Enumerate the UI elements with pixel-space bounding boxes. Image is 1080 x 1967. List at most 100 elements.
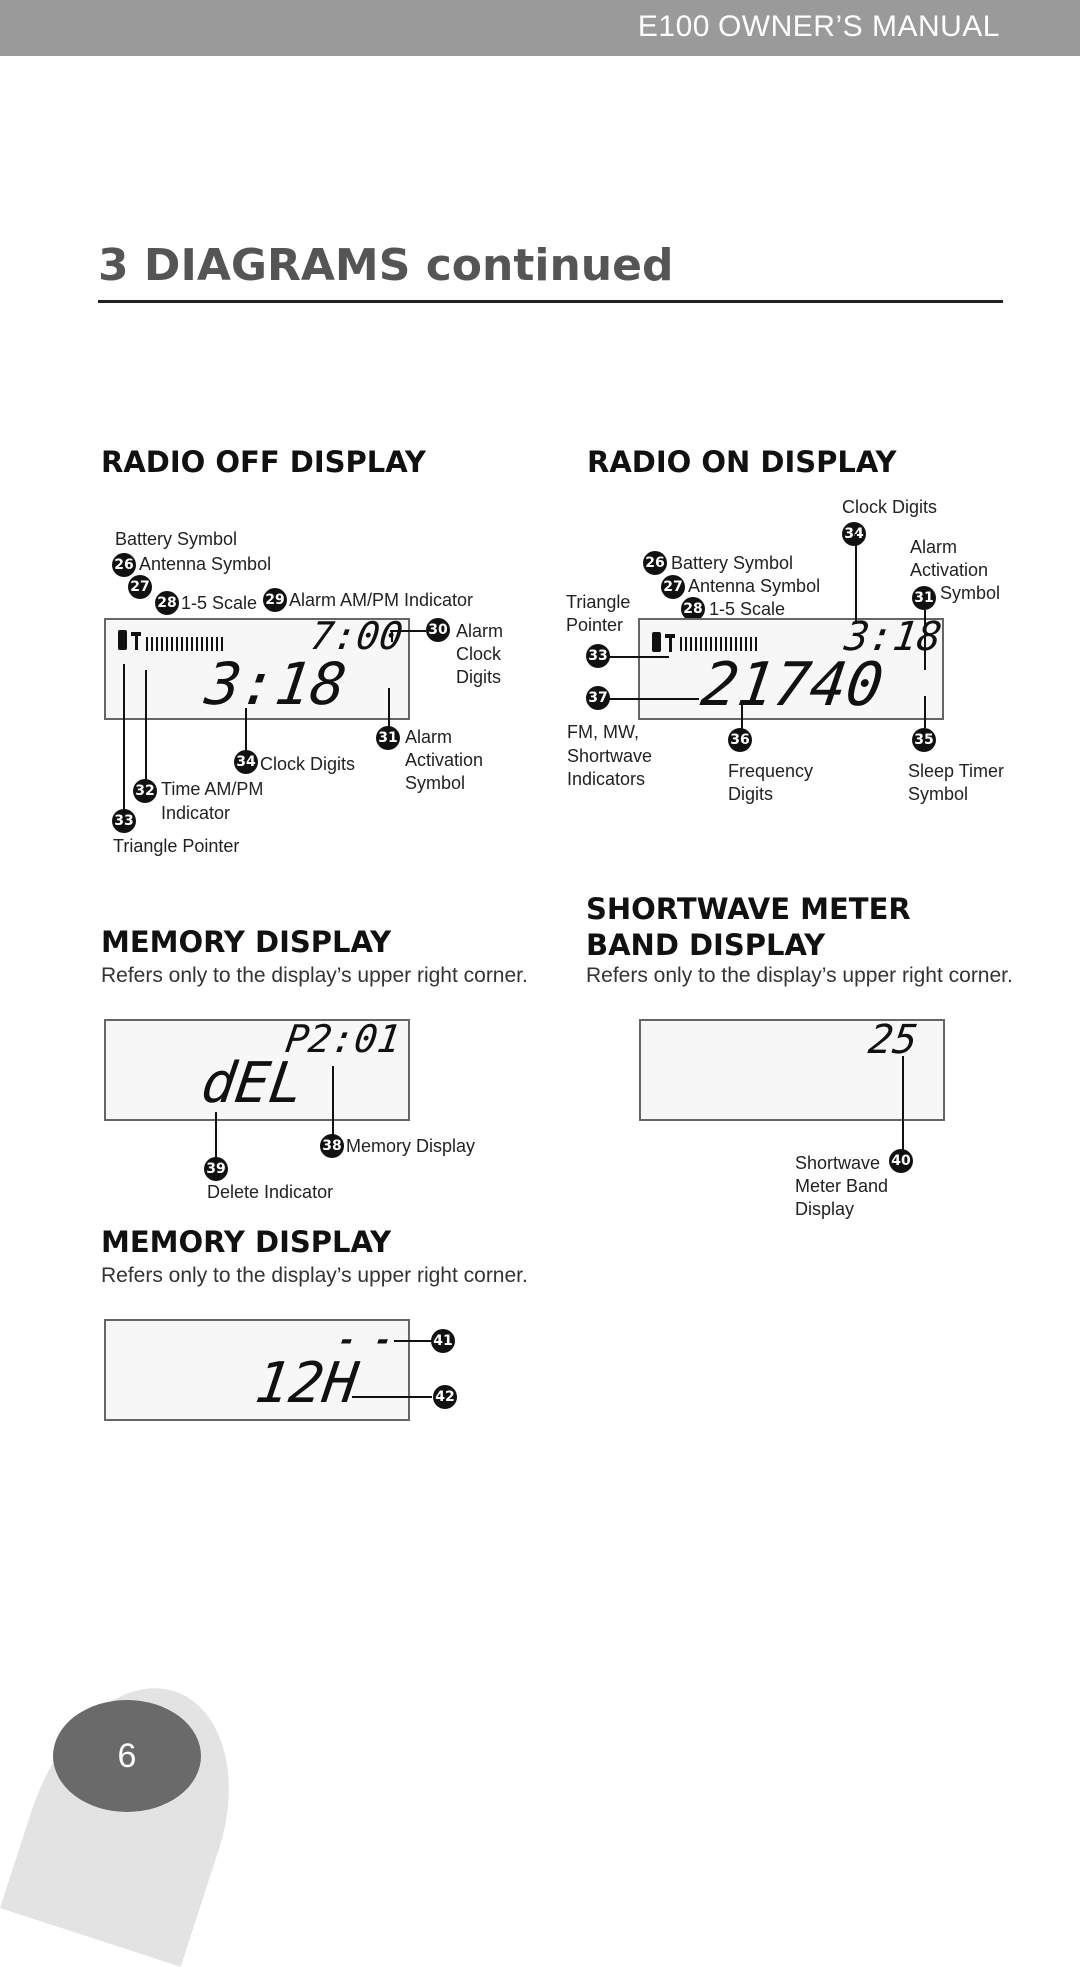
page-number: 6 <box>117 1737 137 1775</box>
callout-40: 40 <box>889 1149 913 1173</box>
on-callout-37: 37 <box>586 686 610 710</box>
on-triangle-label-1: Triangle <box>566 592 631 612</box>
on-antenna-label: Antenna Symbol <box>688 576 821 596</box>
callout-27: 27 <box>128 575 152 599</box>
title-rule <box>98 300 1003 303</box>
manual-title: OWNER’S MANUAL <box>717 10 1000 43</box>
callout-26: 26 <box>112 553 136 577</box>
shortwave-heading-2: BAND DISPLAY <box>586 928 826 962</box>
on-callout-35: 35 <box>912 728 936 752</box>
time-ampm-label-2: Indicator <box>161 803 231 823</box>
shortwave-label-3: Display <box>795 1199 855 1219</box>
on-scale-label: 1-5 Scale <box>709 599 786 619</box>
radio-off-heading: RADIO OFF DISPLAY <box>101 445 426 479</box>
triangle-leader <box>123 664 125 819</box>
dashes-leader <box>394 1340 432 1342</box>
frequency-digits: 21740 <box>697 650 888 720</box>
on-callout-26: 26 <box>643 551 667 575</box>
antenna-label: Antenna Symbol <box>139 554 272 574</box>
callout-42: 42 <box>433 1385 457 1409</box>
fm-label-3: Indicators <box>567 769 646 789</box>
alarm-act-label-2: Activation <box>405 750 484 770</box>
on-callout-36: 36 <box>728 728 752 752</box>
fm-label-1: FM, MW, <box>567 722 639 742</box>
on-clock-leader <box>855 534 857 624</box>
radio-off-lcd: 7:00 3:18 <box>104 614 410 720</box>
hour-mode-leader <box>352 1396 432 1398</box>
callout-41: 41 <box>431 1329 455 1353</box>
battery-icon <box>118 630 127 650</box>
alarm-clock-leader-v <box>391 630 393 642</box>
on-battery-icon <box>652 632 661 652</box>
callout-32: 32 <box>133 779 157 803</box>
shortwave-leader <box>902 1056 904 1162</box>
sleep-label-2: Symbol <box>908 784 969 804</box>
delete-leader <box>215 1112 217 1162</box>
shortwave-label-2: Meter Band <box>795 1176 889 1196</box>
page-number-badge <box>53 1700 201 1812</box>
on-alarm-label-3: Symbol <box>940 583 1001 603</box>
on-callout-27: 27 <box>661 575 685 599</box>
callout-28: 28 <box>155 591 179 615</box>
triangle-label: Triangle Pointer <box>113 836 240 856</box>
delete-indicator-label: Delete Indicator <box>207 1182 334 1202</box>
alarm-ampm-label: Alarm AM/PM Indicator <box>289 590 474 610</box>
freq-label-2: Digits <box>728 784 774 804</box>
on-signal-scale <box>680 632 760 651</box>
callout-29: 29 <box>263 588 287 612</box>
shortwave-heading-1: SHORTWAVE METER <box>586 892 911 926</box>
alarm-clock-label-2: Clock <box>456 644 502 664</box>
shortwave-label-1: Shortwave <box>795 1153 881 1173</box>
memory-heading-2: MEMORY DISPLAY <box>101 1225 392 1259</box>
callout-34: 34 <box>234 750 258 774</box>
delete-digits: dEL <box>197 1051 308 1116</box>
time-ampm-leader <box>145 670 147 792</box>
memory-note-2: Refers only to the display’s upper right… <box>101 1264 528 1287</box>
callout-39: 39 <box>204 1157 228 1181</box>
radio-on-heading: RADIO ON DISPLAY <box>587 445 897 479</box>
on-antenna-stem <box>669 634 672 652</box>
on-callout-31: 31 <box>912 586 936 610</box>
meter-band-digits: 25 <box>865 1017 921 1063</box>
fm-label-2: Shortwave <box>567 746 653 766</box>
clock-digits-leader <box>245 708 247 756</box>
shortwave-lcd: 25 <box>639 1017 945 1121</box>
memory-lcd-2: - - 12H <box>104 1319 410 1421</box>
alarm-clock-leader <box>390 630 426 632</box>
callout-33: 33 <box>112 809 136 833</box>
memory-heading-1: MEMORY DISPLAY <box>101 925 392 959</box>
on-callout-33: 33 <box>586 644 610 668</box>
alarm-act-label-3: Symbol <box>405 773 466 793</box>
memory-note-1: Refers only to the display’s upper right… <box>101 964 528 987</box>
callout-30: 30 <box>426 618 450 642</box>
on-battery-label: Battery Symbol <box>671 553 794 573</box>
alarm-clock-label-3: Digits <box>456 667 502 687</box>
callout-31: 31 <box>376 726 400 750</box>
battery-label: Battery Symbol <box>115 529 238 549</box>
radio-on-lcd: 3:18 21740 <box>638 614 945 720</box>
on-callout-34: 34 <box>842 522 866 546</box>
on-sleep-leader <box>924 696 926 728</box>
clock-digits-label: Clock Digits <box>260 754 356 774</box>
on-triangle-leader <box>609 656 669 658</box>
alarm-act-label-1: Alarm <box>405 727 453 747</box>
memory-leader <box>332 1066 334 1146</box>
callout-38: 38 <box>320 1134 344 1158</box>
on-freq-leader <box>741 700 743 738</box>
signal-scale <box>146 632 226 651</box>
on-callout-28: 28 <box>681 597 705 621</box>
time-ampm-label-1: Time AM/PM <box>161 779 264 799</box>
alarm-clock-label-1: Alarm <box>456 621 504 641</box>
on-clock-digits-label: Clock Digits <box>842 497 938 517</box>
on-fm-leader <box>609 698 699 700</box>
antenna-stem <box>135 632 138 650</box>
on-triangle-label-2: Pointer <box>566 615 624 635</box>
on-alarm-leader <box>924 610 926 670</box>
alarm-act-leader <box>388 688 390 728</box>
scale-label: 1-5 Scale <box>181 593 258 613</box>
page-title: 3 DIAGRAMS continued <box>98 240 674 291</box>
memory-lcd-1: P2:01 dEL <box>104 1017 410 1121</box>
model-name: E100 <box>637 10 710 43</box>
